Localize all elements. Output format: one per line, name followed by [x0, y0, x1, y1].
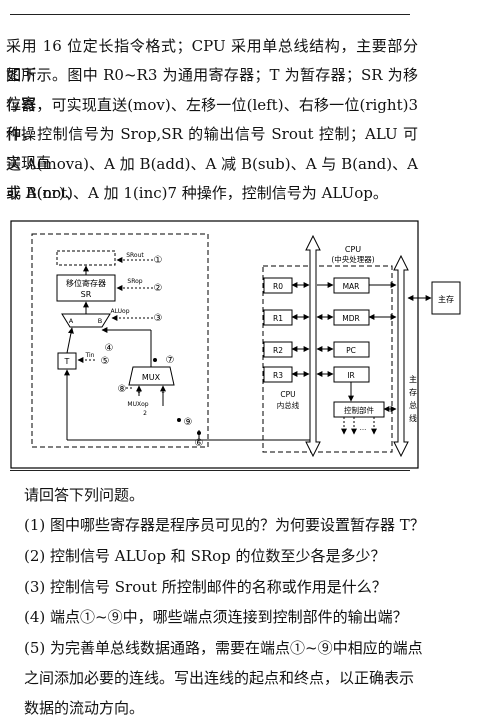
alu-input-a: A: [69, 317, 74, 325]
main-memory: [431, 281, 461, 315]
mux: [128, 366, 175, 386]
cpu-title: CPU: [345, 245, 361, 254]
mux-input-2: 2: [143, 410, 147, 417]
top-rule: [10, 14, 410, 15]
svg-text:MDR: MDR: [342, 314, 359, 323]
cpu-subtitle: (中央处理器): [331, 254, 374, 264]
tin-label: Tin: [85, 352, 95, 359]
intro-line: 送 A(mova)、A 加 B(add)、A 减 B(sub)、A 与 B(an…: [6, 155, 418, 203]
point-1: ①: [154, 255, 163, 266]
alu-input-b: B: [98, 317, 102, 325]
svg-text:PC: PC: [346, 346, 356, 355]
intro-line: 图所示。图中 R0~R3 为通用寄存器；T 为暂存器；SR 为移位寄: [6, 66, 418, 114]
question-5-line: 之间添加必要的连线。写出连线的起点和终点，以正确表示: [24, 669, 415, 687]
shift-register-sr: [56, 274, 116, 302]
point-3: ③: [154, 313, 163, 324]
svg-text:R0: R0: [273, 282, 283, 291]
svg-text:R3: R3: [273, 371, 283, 380]
question-1: (1) 图中哪些寄存器是程序员可见的？为何要设置暂存器 T？: [24, 516, 425, 534]
intro-line: 作，控制信号为 Srop,SR 的输出信号 Srout 控制；ALU 可实现直: [6, 125, 418, 173]
point-8: ⑧: [118, 384, 127, 395]
register-pc: [333, 341, 370, 358]
svg-text:存: 存: [409, 387, 417, 397]
srop-label: SRop: [127, 278, 142, 285]
question-5-line: 数据的流动方向。: [24, 699, 145, 717]
cpu-region-dashed-box: [262, 265, 393, 453]
system-bus-label: 主 存 总 线: [409, 374, 417, 423]
bus-label-1: CPU: [280, 390, 295, 399]
cpu-special-registers: MAR MDR PC IR 控制部件 ···: [316, 277, 397, 435]
svg-text:控制部件: 控制部件: [344, 405, 374, 415]
point-9: ⑨: [184, 417, 193, 428]
point-7: ⑦: [166, 355, 175, 366]
general-registers: R0 R1 R2 R3: [263, 277, 310, 383]
main-memory-panel: 主存: [407, 281, 461, 315]
point-6: ⑥: [195, 438, 204, 449]
svg-text:···: ···: [360, 426, 367, 434]
aluop-label: ALUop: [110, 308, 129, 315]
intro-line: 采用 16 位定长指令格式；CPU 采用单总线结构，主要部分如下: [6, 37, 418, 85]
point-4: ④: [105, 343, 114, 354]
question-2: (2) 控制信号 ALUop 和 SRop 的位数至少各是多少？: [24, 547, 386, 565]
point-5: ⑤: [101, 356, 110, 367]
svg-text:总: 总: [409, 400, 417, 410]
system-bus: [393, 254, 409, 458]
terminal-points: ① ② ③ ④ ⑤ ⑥ ⑦ ⑧ ⑨: [101, 255, 204, 449]
muxop-label: MUXop: [127, 401, 148, 408]
mux-label: MUX: [142, 373, 161, 382]
cpu-datapath-diagram: CPU (中央处理器) CPU 内总线 主 存 总 线 R0 R1 R2 R3: [10, 220, 420, 470]
bottom-rule: [10, 470, 410, 471]
figure-frame: [10, 220, 419, 469]
svg-text:IR: IR: [347, 371, 354, 380]
svg-text:R2: R2: [273, 346, 283, 355]
srout-gate-box: [56, 250, 116, 266]
cpu-internal-bus: [305, 234, 321, 458]
point-2: ②: [154, 283, 163, 294]
svg-text:MAR: MAR: [343, 282, 360, 291]
svg-text:主: 主: [409, 374, 417, 384]
main-memory-label: 主存: [438, 294, 454, 304]
alu-region-dashed-box: [31, 233, 209, 448]
question-3: (3) 控制信号 Srout 所控制邮件的名称或作用是什么？: [24, 578, 387, 596]
question-5-line: (5) 为完善单总线数据通路，需要在端点①~⑨中相应的端点: [24, 639, 423, 657]
intro-line: 存器，可实现直送(mov)、左移一位(left)、右移一位(right)3 种操: [6, 96, 418, 144]
svg-text:线: 线: [409, 413, 417, 423]
sr-label-bottom: SR: [81, 290, 92, 299]
questions-prompt: 请回答下列问题。: [24, 486, 145, 504]
question-4: (4) 端点①~⑨中，哪些端点须连接到控制部件的输出端？: [24, 608, 408, 626]
svg-text:R1: R1: [273, 314, 283, 323]
srout-label: SRout: [126, 252, 144, 259]
intro-line: 非 A(not)、A 加 1(inc)7 种操作，控制信号为 ALUop。: [6, 184, 388, 202]
sr-label-top: 移位寄存器: [66, 278, 106, 288]
bus-label-2: 内总线: [277, 400, 300, 410]
t-label: T: [64, 357, 70, 366]
